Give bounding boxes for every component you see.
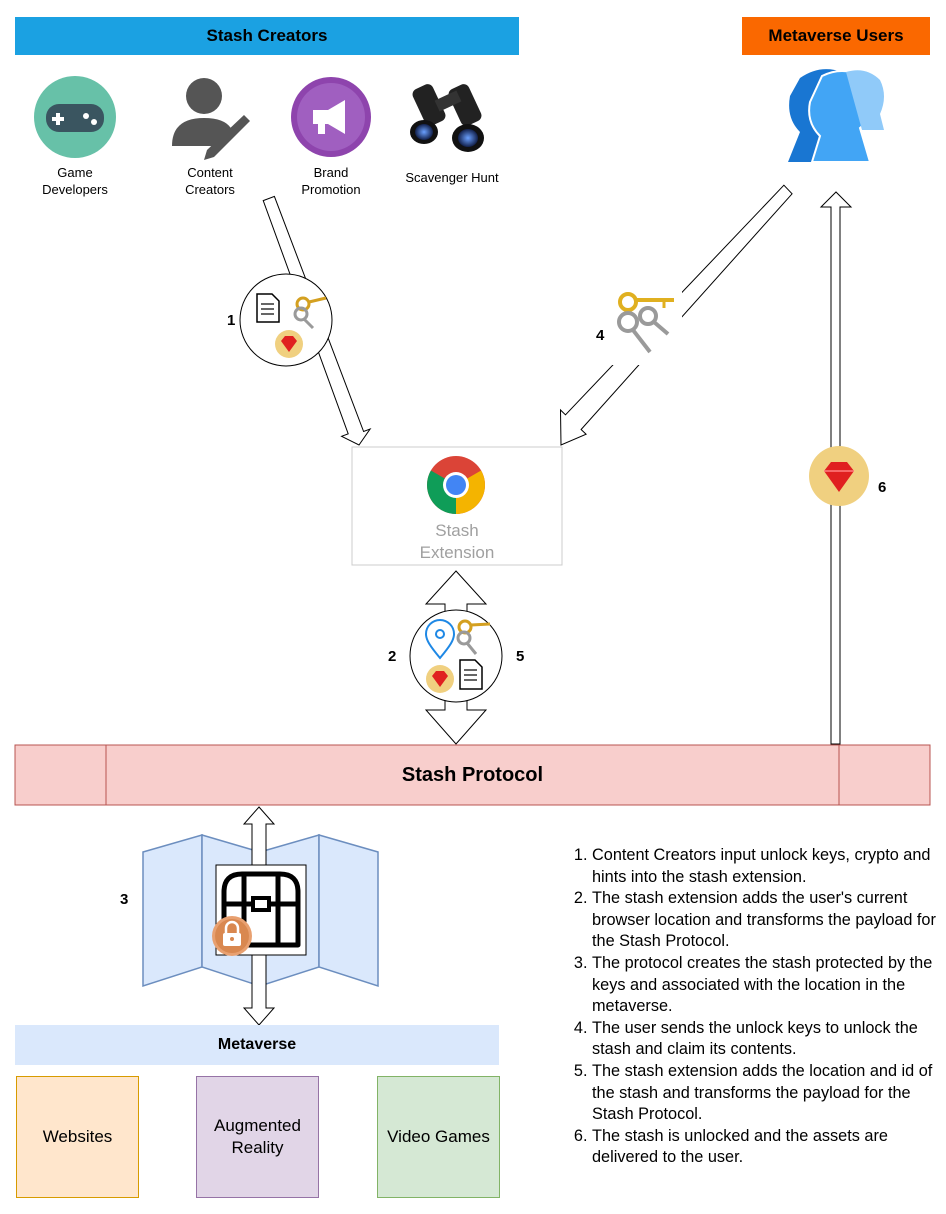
metaverse-users-header-label: Metaverse Users <box>768 26 904 45</box>
step4-keys-icon <box>617 292 674 354</box>
stash-extension-label: Stash Extension <box>419 521 495 562</box>
creator-label-game-developers: Game Developers <box>42 165 108 197</box>
step-item-4: The user sends the unlock keys to unlock… <box>592 1018 946 1061</box>
step-item-5: The stash extension adds the location an… <box>592 1061 946 1126</box>
step2-5-payload-bubble <box>409 609 503 703</box>
step-item-2: The stash extension adds the user's curr… <box>592 888 946 953</box>
step6-ruby-coin-icon <box>809 446 869 506</box>
video-games-box: Video Games <box>377 1076 500 1198</box>
step-marker-6: 6 <box>878 479 887 496</box>
megaphone-icon <box>291 77 371 157</box>
metaverse-users-header: Metaverse Users <box>742 17 930 55</box>
stash-protocol-label: Stash Protocol <box>401 764 544 786</box>
user-pen-icon <box>172 78 250 160</box>
step-item-6: The stash is unlocked and the assets are… <box>592 1126 946 1169</box>
chrome-icon <box>427 456 485 514</box>
arrow-gap-mask <box>602 285 682 365</box>
step-marker-5: 5 <box>516 648 525 665</box>
binoculars-icon <box>410 84 484 152</box>
metaverse-header: Metaverse <box>15 1025 499 1065</box>
padlock-icon <box>212 916 252 956</box>
augmented-reality-box: Augmented Reality <box>196 1076 319 1198</box>
steps-list: Content Creators input unlock keys, cryp… <box>570 845 946 1169</box>
step-item-1: Content Creators input unlock keys, cryp… <box>592 845 946 888</box>
location-pin-icon <box>424 619 456 660</box>
gamepad-icon <box>34 76 116 158</box>
step-marker-3: 3 <box>120 891 129 908</box>
step-item-3: The protocol creates the stash protected… <box>592 953 946 1018</box>
ruby-coin-icon <box>275 330 303 358</box>
keys-icon <box>293 296 327 330</box>
websites-box: Websites <box>16 1076 139 1198</box>
stash-creators-header-label: Stash Creators <box>206 26 328 45</box>
keys-icon <box>456 619 491 655</box>
step1-payload-bubble <box>239 273 333 367</box>
creator-label-brand-promotion: Brand Promotion <box>301 165 361 197</box>
step-marker-4: 4 <box>596 327 605 344</box>
users-group-icon <box>788 69 884 163</box>
step-marker-2: 2 <box>388 648 397 665</box>
ruby-coin-icon <box>426 665 454 693</box>
stash-creators-header: Stash Creators <box>15 17 519 55</box>
stash-protocol-bar <box>14 744 931 806</box>
creator-label-scavenger-hunt: Scavenger Hunt <box>405 170 499 185</box>
step-marker-1: 1 <box>227 312 236 329</box>
creator-label-content-creators: Content Creators <box>185 165 235 197</box>
metaverse-header-label: Metaverse <box>217 1036 297 1053</box>
